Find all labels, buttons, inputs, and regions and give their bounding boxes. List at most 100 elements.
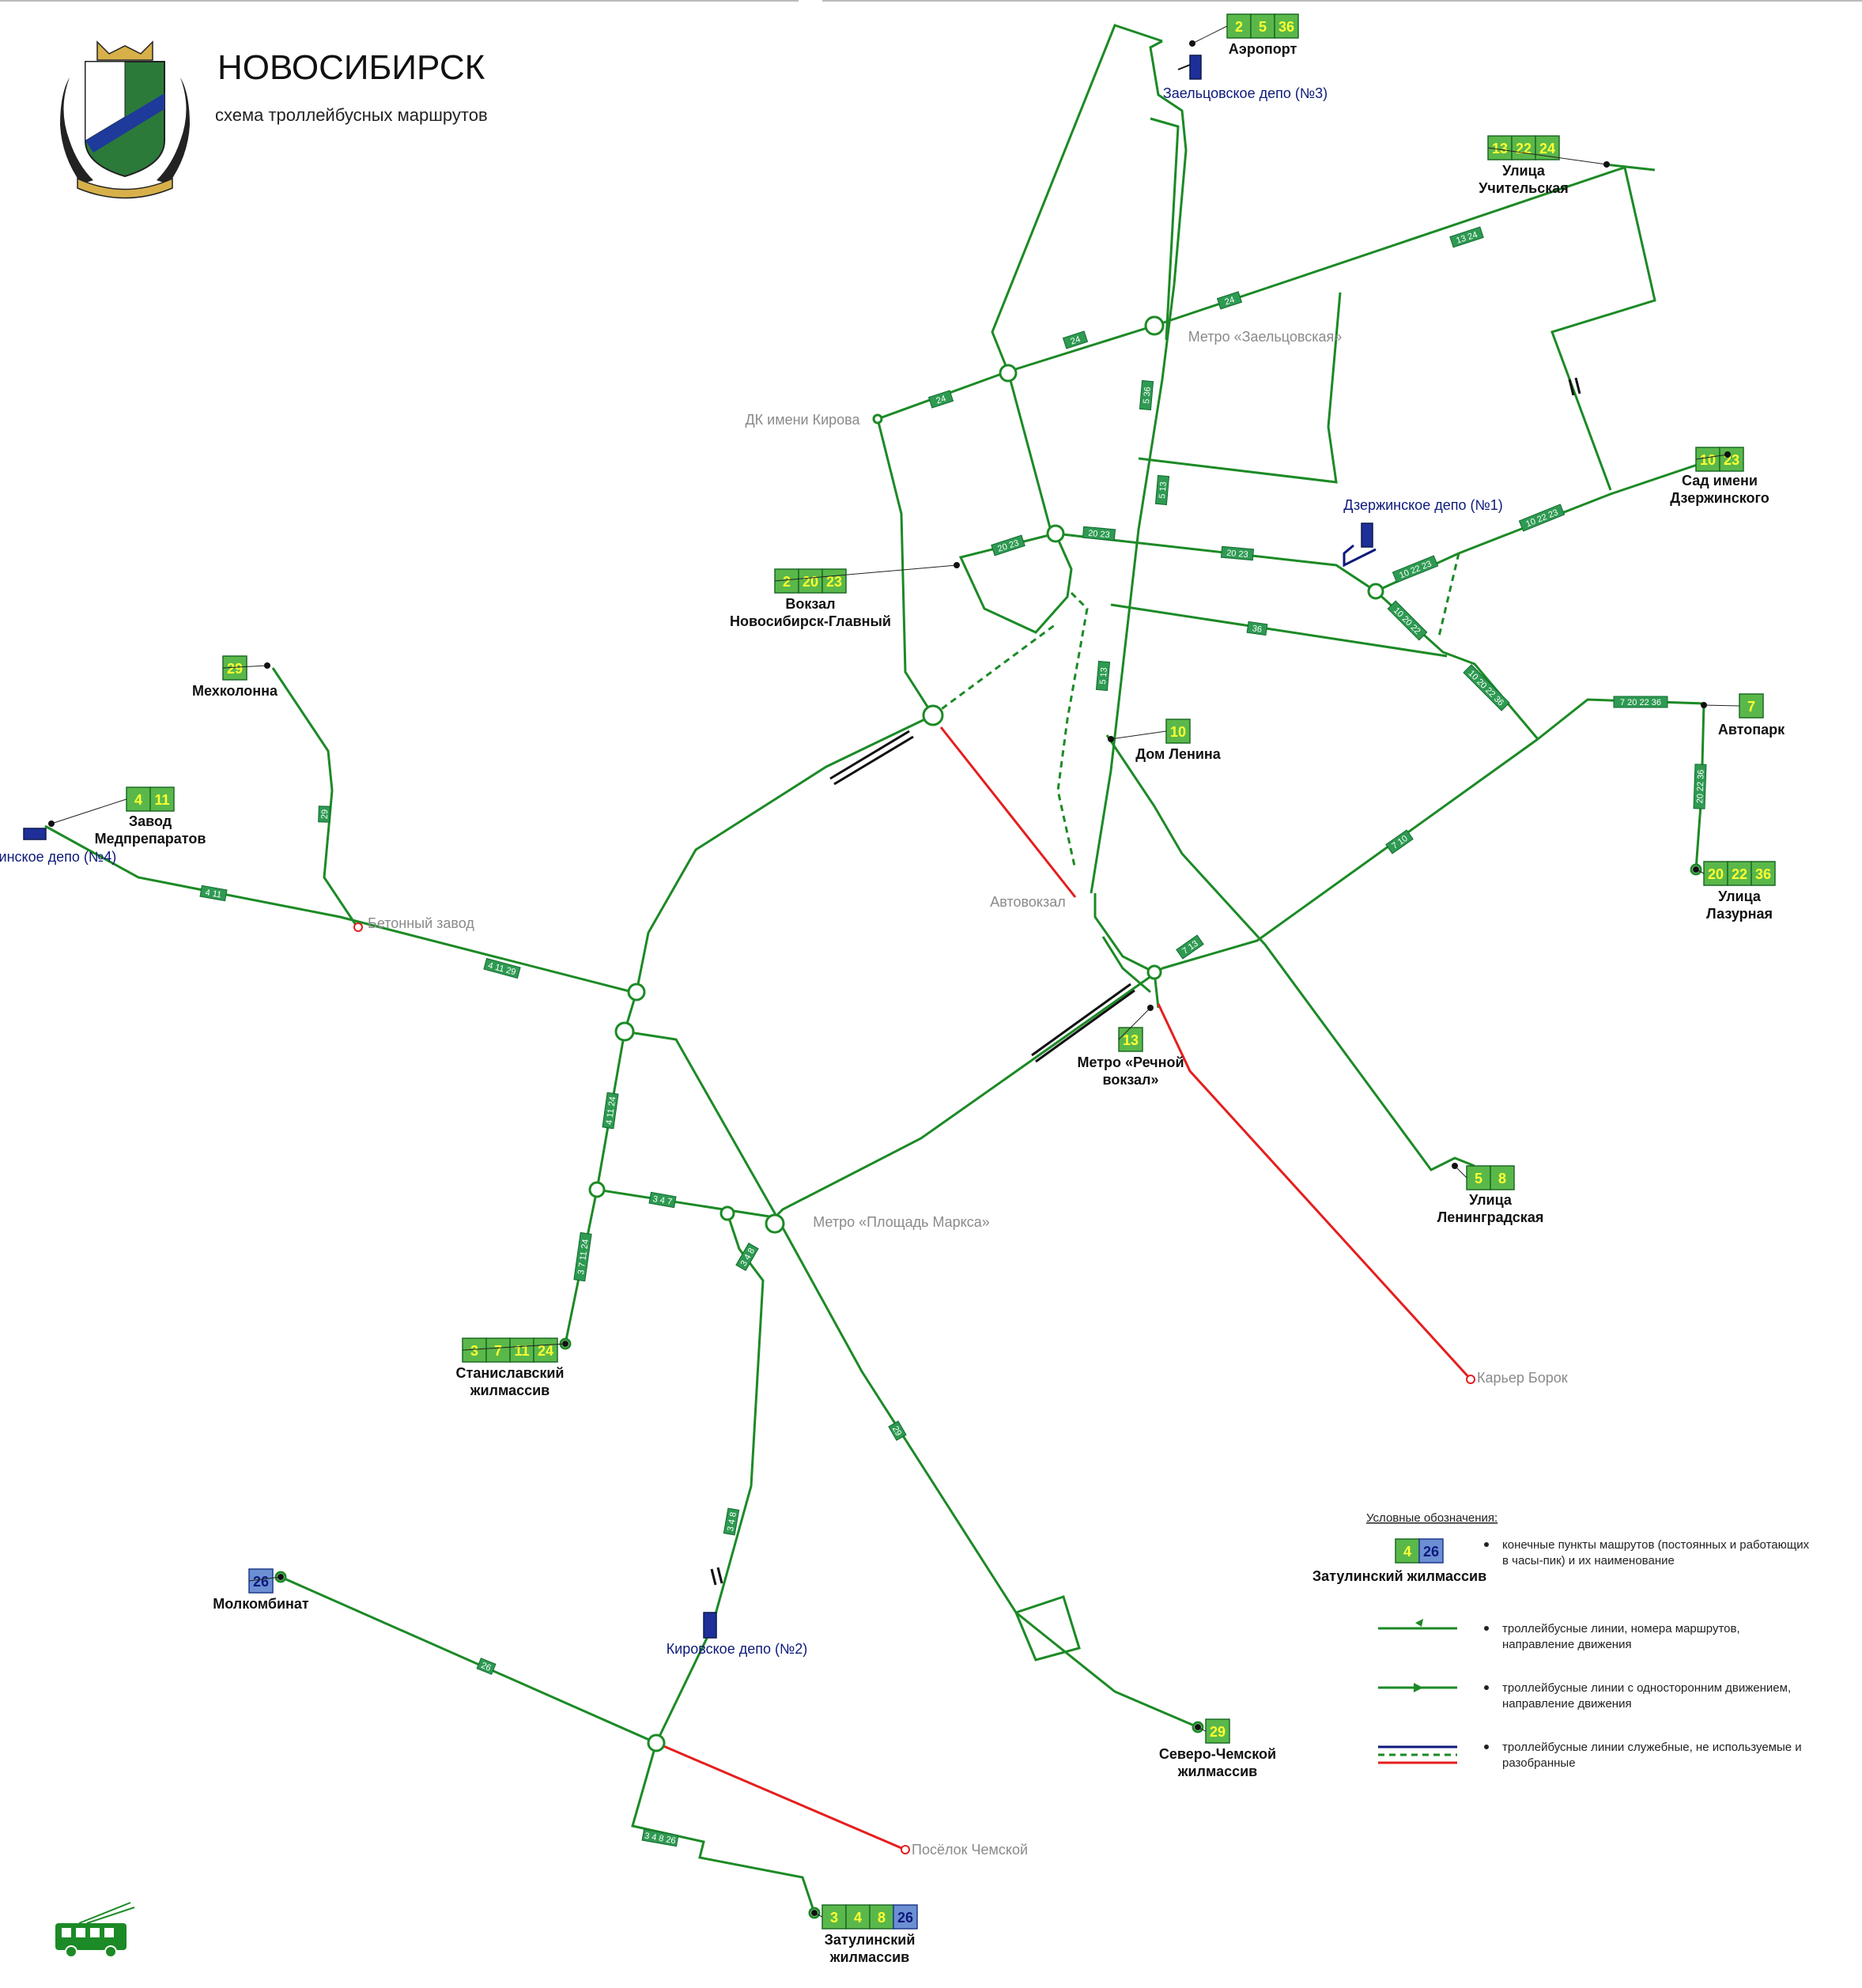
svg-text:20 23: 20 23 — [996, 538, 1020, 554]
route-number-badge: 10 — [1695, 447, 1720, 472]
svg-text:5 13: 5 13 — [1158, 481, 1169, 499]
route-number-badge: 2 — [1226, 13, 1252, 39]
route-number-badge: 4 — [126, 787, 151, 812]
svg-text:36: 36 — [1278, 19, 1294, 35]
place-label: Метро «Заельцовская» — [1188, 329, 1343, 345]
svg-text:8: 8 — [1498, 1171, 1506, 1186]
route-number-badge-special: 26 — [893, 1904, 918, 1930]
route-number-badge: 13 — [1487, 135, 1513, 160]
place-label: Посёлок Чемской — [912, 1842, 1028, 1858]
line-tag: 10 22 23 — [1392, 555, 1439, 583]
line-tag: 3 4 8 — [723, 1507, 740, 1536]
legend-item-service: троллейбусные линии служебные, не исполь… — [1502, 1741, 1802, 1770]
svg-text:10 22 23: 10 22 23 — [1398, 559, 1433, 580]
place-label: Автовокзал — [990, 894, 1065, 910]
line-tags: 24 24 13 24 24 20 23 20 23 20 23 10 22 2… — [199, 226, 1707, 1847]
svg-text:20 23: 20 23 — [1226, 549, 1248, 560]
depot-label: Кировское депо (№2) — [667, 1641, 808, 1657]
page-subtitle: схема троллейбусных маршрутов — [215, 105, 488, 125]
line-tag: 24 — [1062, 330, 1089, 349]
svg-text:22: 22 — [1732, 866, 1747, 882]
route-number-badge: 10 — [1165, 719, 1191, 744]
svg-text:26: 26 — [480, 1661, 493, 1673]
line-tag: 29 — [888, 1420, 907, 1441]
svg-text:11: 11 — [154, 792, 169, 808]
svg-text:13: 13 — [1492, 141, 1508, 157]
depot-icon — [1361, 522, 1373, 548]
route-number-badge: 20 — [1703, 861, 1728, 886]
svg-text:2: 2 — [1235, 19, 1243, 35]
line-tag: 10 20 22 — [1387, 600, 1428, 641]
svg-text:13: 13 — [1123, 1032, 1139, 1048]
legend-item-terminals: конечные пункты машрутов (постоянных и р… — [1502, 1538, 1810, 1567]
place-label: Метро «Площадь Маркса» — [813, 1214, 990, 1230]
line-tag: 20 23 — [1220, 545, 1255, 561]
svg-text:4: 4 — [854, 1910, 862, 1926]
route-number-badge: 36 — [1274, 13, 1299, 39]
svg-text:29: 29 — [320, 809, 330, 820]
line-tag: 4 11 — [199, 885, 228, 902]
junction-nodes — [274, 315, 1734, 1919]
svg-text:10 22 23: 10 22 23 — [1524, 507, 1559, 529]
svg-text:22: 22 — [1516, 141, 1532, 157]
svg-text:3 4 7: 3 4 7 — [652, 1194, 673, 1207]
depot-dzerzhinskoe: Дзержинское депо (№1) — [1343, 497, 1503, 548]
svg-text:4: 4 — [1403, 1544, 1411, 1560]
route-number-badge: 5 — [1250, 13, 1275, 39]
route-number-badge: 5 — [1466, 1165, 1491, 1190]
line-tag: 20 23 — [991, 534, 1025, 556]
route-number-badge: 24 — [533, 1337, 558, 1363]
svg-text:10 20 22: 10 20 22 — [1392, 605, 1422, 636]
depot-kirovskoe: Кировское депо (№2) — [667, 1612, 808, 1657]
terminal-name: Молкомбинат — [213, 1596, 309, 1612]
depot-icon — [1189, 55, 1202, 80]
legend-sample-name: Затулинский жилмассив — [1312, 1568, 1486, 1584]
line-tag: 3 7 11 24 — [573, 1232, 592, 1282]
svg-text:24: 24 — [1070, 334, 1082, 346]
route-number-badge: 7 — [485, 1337, 511, 1363]
route-number-badge: 13 — [1118, 1027, 1143, 1052]
route-number-badge: 11 — [149, 787, 175, 812]
route-number-badge: 3 — [821, 1904, 847, 1930]
svg-text:4: 4 — [134, 792, 142, 808]
svg-text:29: 29 — [227, 661, 243, 677]
line-tag: 20 23 — [1082, 526, 1116, 541]
line-tag: 26 — [476, 1658, 497, 1675]
svg-text:26: 26 — [253, 1574, 269, 1590]
trolleybus-lines — [44, 24, 1728, 1914]
line-tag: 7 13 — [1176, 934, 1204, 960]
page-title: НОВОСИБИРСК — [217, 48, 485, 87]
svg-text:7 20 22 36: 7 20 22 36 — [1620, 698, 1661, 707]
svg-text:20: 20 — [803, 574, 818, 590]
terminal-name: Дом Ленина — [1135, 746, 1222, 762]
svg-text:29: 29 — [890, 1424, 904, 1438]
svg-text:26: 26 — [897, 1910, 913, 1926]
depot-icon — [703, 1612, 717, 1639]
terminal-name: Мехколонна — [192, 683, 278, 699]
line-tag: 24 — [1216, 291, 1243, 310]
svg-text:13 24: 13 24 — [1455, 230, 1479, 246]
route-number-badge: 11 — [509, 1337, 534, 1363]
line-tag: 36 — [1246, 621, 1268, 636]
svg-text:4 11: 4 11 — [205, 888, 222, 900]
line-tag: 3 4 8 26 — [641, 1828, 679, 1847]
terminal-name: Аэропорт — [1229, 41, 1297, 57]
depot-label: Заельцовское депо (№3) — [1163, 85, 1328, 101]
svg-text:23: 23 — [826, 574, 842, 590]
